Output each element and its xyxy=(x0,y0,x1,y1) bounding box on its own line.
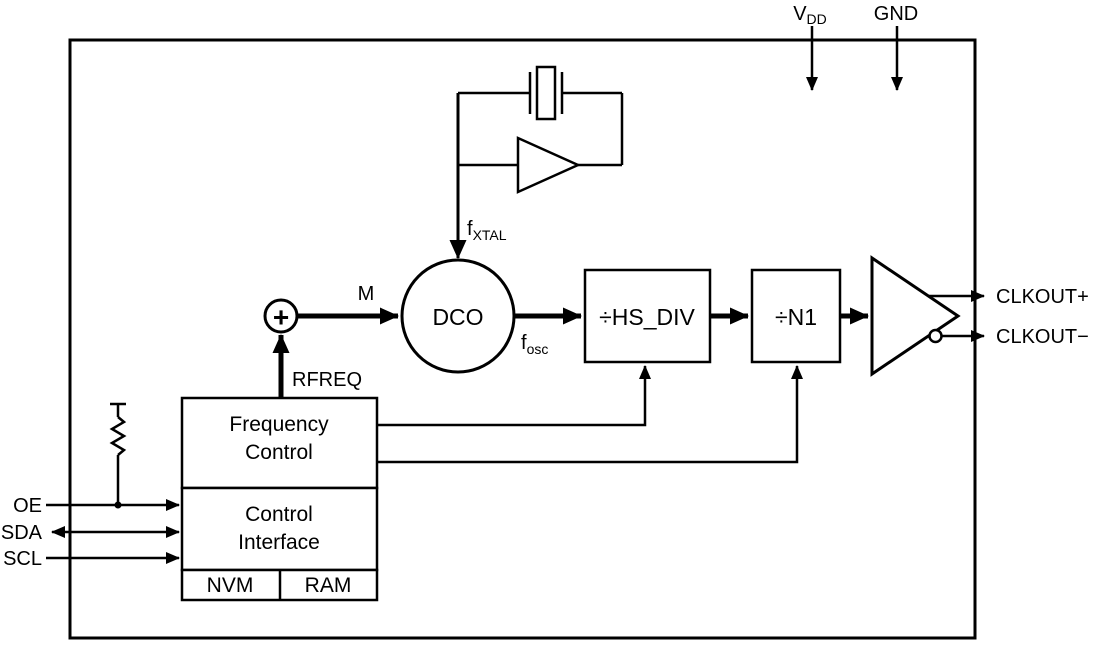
frequency-control-label-line1: Frequency xyxy=(229,413,329,436)
fxtal-label: fXTAL xyxy=(467,218,507,243)
clkout-minus-label: CLKOUT− xyxy=(996,326,1089,348)
control-interface-block xyxy=(180,486,379,572)
output-buffer-icon xyxy=(870,255,961,377)
dco-label: DCO xyxy=(432,304,483,330)
resistor-zigzag xyxy=(109,416,127,456)
summing-junction: + xyxy=(263,298,299,334)
sda-pin-label: SDA xyxy=(1,522,43,544)
left-pins: OE SDA SCL xyxy=(1,495,180,570)
frequency-control-label-line2: Control xyxy=(245,441,313,464)
vdd-pin-label: VDD xyxy=(793,3,827,27)
crystal-oscillator: fXTAL xyxy=(449,65,624,259)
scl-pin-label: SCL xyxy=(3,548,42,570)
inversion-bubble-icon xyxy=(928,328,943,344)
gnd-pin-label: GND xyxy=(874,3,918,25)
power-pins: VDD GND xyxy=(793,3,918,91)
hsdiv-control-line xyxy=(377,365,651,427)
pullup-resistor-icon xyxy=(109,402,127,509)
frequency-control-block xyxy=(180,396,379,490)
oe-pin-label: OE xyxy=(13,495,42,517)
n1-label: ÷N1 xyxy=(775,304,817,330)
nvm-label: NVM xyxy=(207,574,254,597)
junction-dot xyxy=(114,501,122,509)
rfreq-label: RFREQ xyxy=(292,369,362,391)
plus-icon: + xyxy=(273,302,289,333)
crystal-icon xyxy=(535,65,557,121)
n1-block xyxy=(750,268,842,364)
ram-label: RAM xyxy=(305,574,352,597)
control-interface-label-line2: Interface xyxy=(238,531,320,554)
fosc-label: fosc xyxy=(521,332,548,357)
xtal-amplifier-icon xyxy=(516,136,582,194)
n1-control-line xyxy=(377,365,803,464)
hsdiv-label: ÷HS_DIV xyxy=(599,304,695,330)
control-interface-label-line1: Control xyxy=(245,503,313,526)
m-label: M xyxy=(358,283,375,305)
clkout-plus-label: CLKOUT+ xyxy=(996,286,1089,308)
